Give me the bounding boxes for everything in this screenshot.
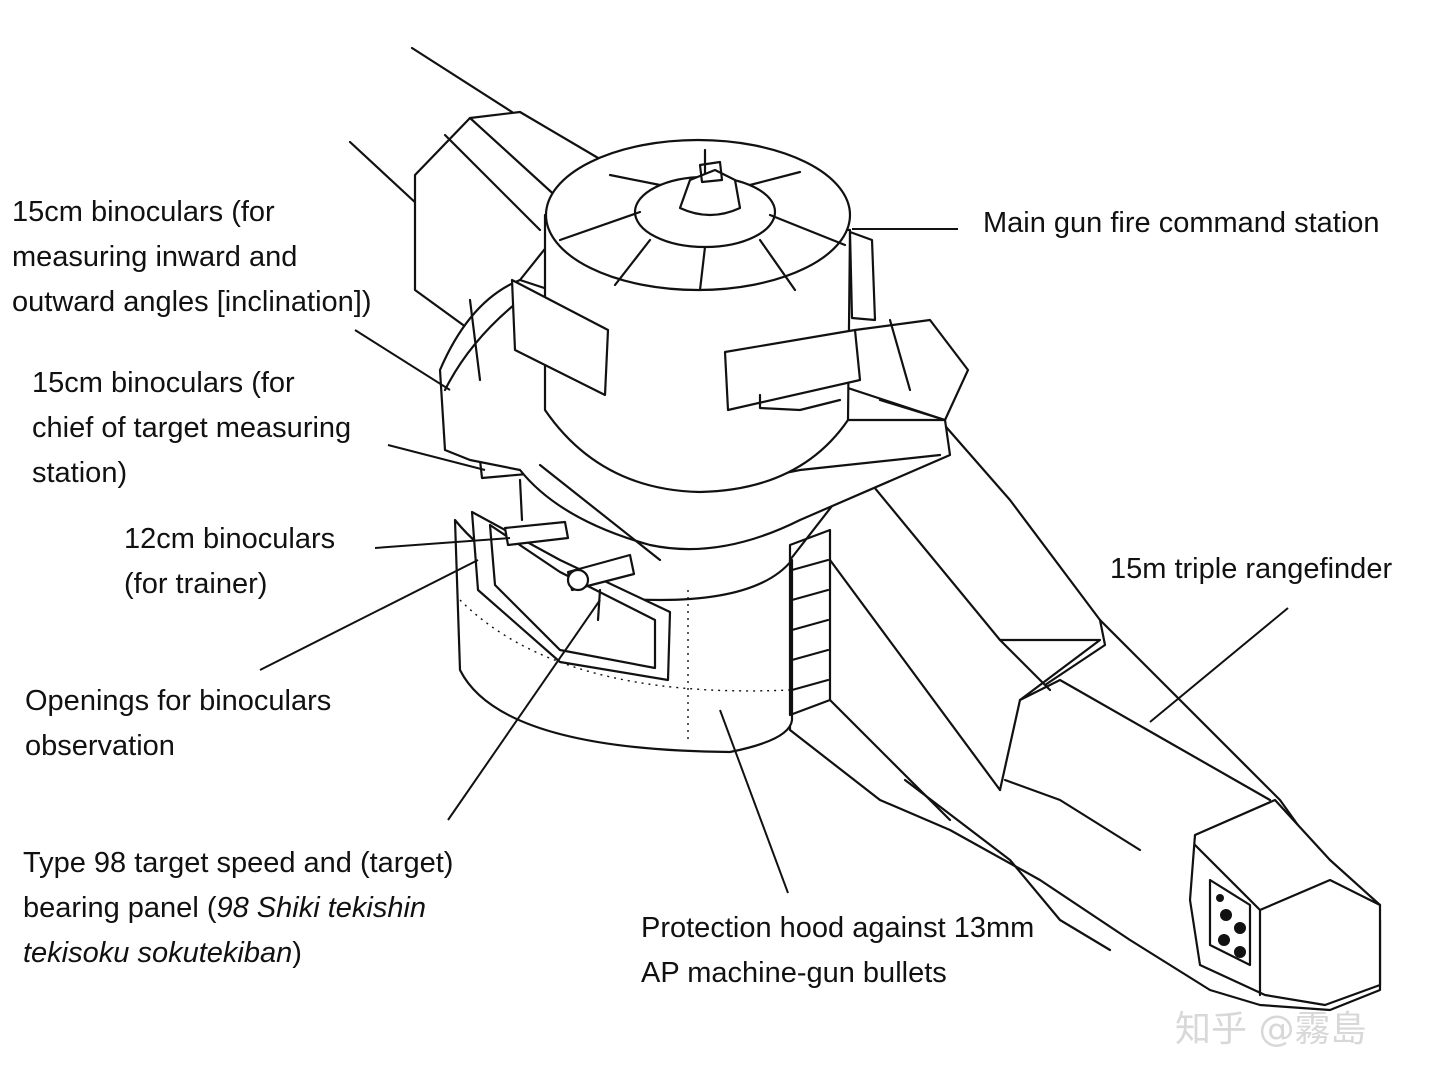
label-text-italic: tekisoku sokutekiban [23,937,293,969]
rangefinder-body-right [788,418,1382,1012]
label-text: bearing panel ( [23,892,217,924]
label-line: station) [32,457,128,489]
label-12cm-binoculars: 12cm binoculars (for trainer) [124,517,335,607]
label-protection-hood: Protection hood against 13mm AP machine-… [641,906,1034,996]
label-line: Type 98 target speed and (target) [23,847,454,879]
label-line: 12cm binoculars [124,523,336,555]
label-line: 15cm binoculars (for [12,196,275,228]
label-line: 15cm binoculars (for [32,367,295,399]
watermark: 知乎 @霧島 [1175,1009,1367,1050]
label-text: ) [292,937,302,969]
leader-lines [259,228,1289,894]
label-line: Protection hood against 13mm [641,912,1035,944]
label-openings: Openings for binoculars observation [25,679,331,769]
label-line: tekisoku sokutekiban) [23,931,453,976]
main-gun-fire-command-station [510,138,877,494]
label-line: chief of target measuring [32,412,352,444]
protection-hood [453,510,832,754]
label-rangefinder: 15m triple rangefinder [1110,547,1392,592]
label-line: Openings for binoculars [25,685,332,717]
label-line: bearing panel (98 Shiki tekishin [23,886,453,931]
label-line: observation [25,730,175,762]
label-line: AP machine-gun bullets [641,957,947,989]
label-line: (for trainer) [124,568,268,600]
label-line: 15m triple rangefinder [1110,553,1393,585]
label-15cm-binoculars-angles: 15cm binoculars (for measuring inward an… [12,190,371,325]
label-line: outward angles [inclination]) [12,286,372,318]
label-line: Main gun fire command station [983,207,1380,239]
label-type98-panel: Type 98 target speed and (target) bearin… [23,841,453,976]
label-main-gun-station: Main gun fire command station [983,201,1380,246]
label-text-italic: 98 Shiki tekishin [216,892,427,924]
label-15cm-binoculars-chief: 15cm binoculars (for chief of target mea… [32,361,351,496]
label-line: measuring inward and [12,241,298,273]
